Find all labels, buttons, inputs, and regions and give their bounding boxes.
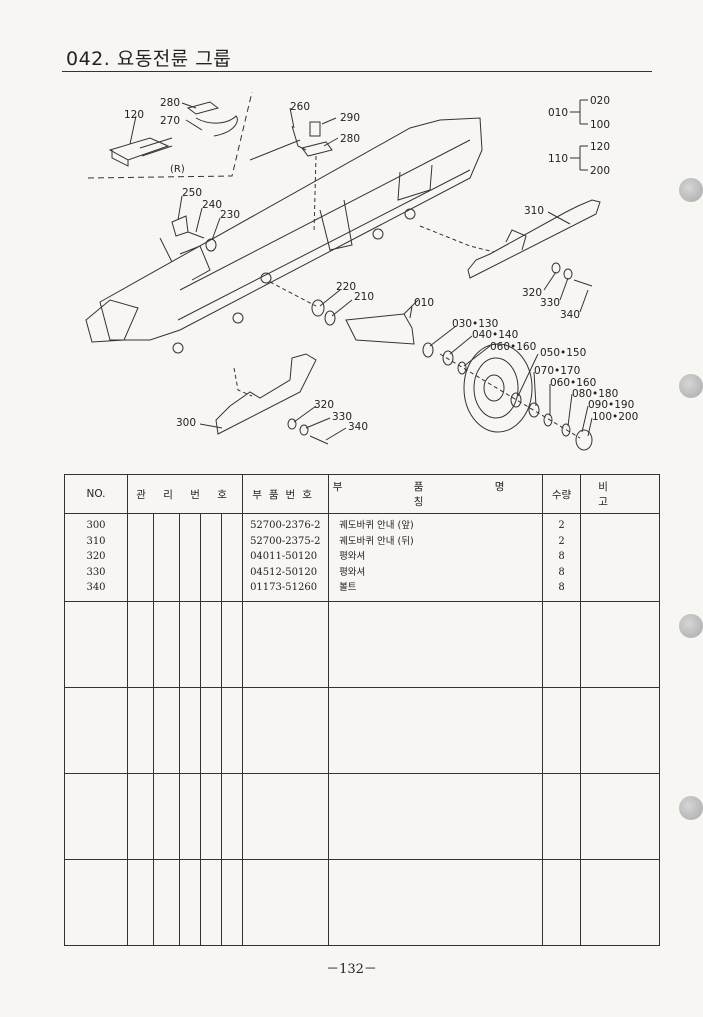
table-row-empty — [64, 859, 661, 946]
qty: 2 — [558, 535, 565, 547]
callout-label: 320 — [314, 399, 334, 411]
callout-label: 270 — [160, 115, 180, 127]
item-no: 300 — [86, 520, 106, 531]
qty: 2 — [558, 520, 565, 531]
header-part-name: 부 품 명 칭 — [328, 474, 544, 514]
legend-child: 120 — [590, 141, 610, 153]
binder-hole — [679, 178, 703, 202]
binder-hole — [679, 374, 703, 398]
qty: 8 — [558, 582, 565, 593]
callout-label: 340 — [348, 421, 368, 433]
callout-label: 220 — [336, 281, 356, 293]
callout-label: 280 — [340, 133, 360, 145]
table-row-empty — [64, 601, 661, 688]
callout-label: 240 — [202, 199, 222, 211]
qty-cell: 2 2 8 8 8 — [542, 513, 582, 602]
header-part-no: 부품번호 — [242, 474, 330, 514]
header-no: NO. — [64, 474, 128, 514]
view-note: (R) — [170, 164, 185, 175]
callout-label: 080•180 — [572, 388, 618, 400]
callout-label: 060•160 — [490, 341, 536, 353]
legend-child: 020 — [590, 95, 610, 107]
callout-label: 100•200 — [592, 411, 638, 423]
legend-parent: 010 — [548, 107, 568, 119]
callout-label: 330 — [332, 411, 352, 423]
callout-label: 250 — [182, 187, 202, 199]
table-header-row: NO. 관 리 번 호 부품번호 부 품 명 칭 수량 비 고 — [64, 474, 661, 514]
callout-label: 040•140 — [472, 329, 518, 341]
part-no-cell: 52700-2376-2 52700-2375-2 04011-50120 04… — [242, 513, 330, 602]
callout-label: 290 — [340, 112, 360, 124]
header-qty: 수량 — [542, 474, 582, 514]
callout-label: 060•160 — [550, 377, 596, 389]
part-no: 04011-50120 — [250, 551, 318, 562]
parts-table: NO. 관 리 번 호 부품번호 부 품 명 칭 수량 비 고 300 310 … — [64, 474, 661, 946]
legend-parent: 110 — [548, 153, 568, 165]
part-name-cell: 궤도바퀴 안내 (앞) 궤도바퀴 안내 (뒤) 평와셔 평와셔 볼트 — [328, 513, 544, 602]
callout-label: 320 — [522, 287, 542, 299]
callout-label: 260 — [290, 101, 310, 113]
no-cell: 300 310 320 330 340 — [64, 513, 128, 602]
callout-label: 010 — [414, 297, 434, 309]
part-no: 52700-2376-2 — [250, 520, 321, 531]
item-no: 310 — [86, 535, 106, 547]
callout-label: 280 — [160, 97, 180, 109]
exploded-parts-diagram: 280 120 270 260 290 280 (R) 250 240 230 … — [85, 91, 638, 451]
item-no: 330 — [86, 566, 106, 578]
part-name: 평와셔 — [339, 566, 366, 578]
callout-label: 050•150 — [540, 347, 586, 359]
part-name: 궤도바퀴 안내 (뒤) — [339, 535, 414, 547]
binder-hole — [679, 614, 703, 638]
callout-label: 070•170 — [534, 365, 580, 377]
title-rule — [62, 71, 652, 72]
binder-hole — [679, 796, 703, 820]
qty: 8 — [558, 566, 565, 578]
legend-child: 100 — [590, 119, 610, 131]
table-row-empty — [64, 773, 661, 860]
callout-label: 120 — [124, 109, 144, 121]
part-no: 01173-51260 — [250, 582, 318, 593]
callout-label: 230 — [220, 209, 240, 221]
callout-label: 090•190 — [588, 399, 634, 411]
table-row: 300 310 320 330 340 52700-2376-2 52700-2… — [64, 513, 661, 602]
remarks-cell — [580, 513, 661, 602]
part-no: 04512-50120 — [250, 566, 318, 578]
qty: 8 — [558, 551, 565, 562]
item-no: 320 — [86, 551, 106, 562]
header-remarks: 비 고 — [580, 474, 661, 514]
callout-label: 340 — [560, 309, 580, 321]
item-no: 340 — [86, 582, 106, 593]
part-name: 평와셔 — [339, 551, 366, 562]
callout-label: 330 — [540, 297, 560, 309]
callout-label: 300 — [176, 417, 196, 429]
part-name: 궤도바퀴 안내 (앞) — [339, 520, 414, 531]
page-number: －132－ — [326, 962, 377, 977]
legend-child: 200 — [590, 165, 610, 177]
part-no: 52700-2375-2 — [250, 535, 321, 547]
callout-label: 310 — [524, 205, 544, 217]
callout-label: 030•130 — [452, 318, 498, 330]
page-title: 042. 요동전륜 그룹 — [66, 48, 232, 70]
table-row-empty — [64, 687, 661, 774]
header-mgmt-no: 관 리 번 호 — [126, 474, 244, 514]
part-name: 볼트 — [339, 582, 357, 593]
callout-label: 210 — [354, 291, 374, 303]
